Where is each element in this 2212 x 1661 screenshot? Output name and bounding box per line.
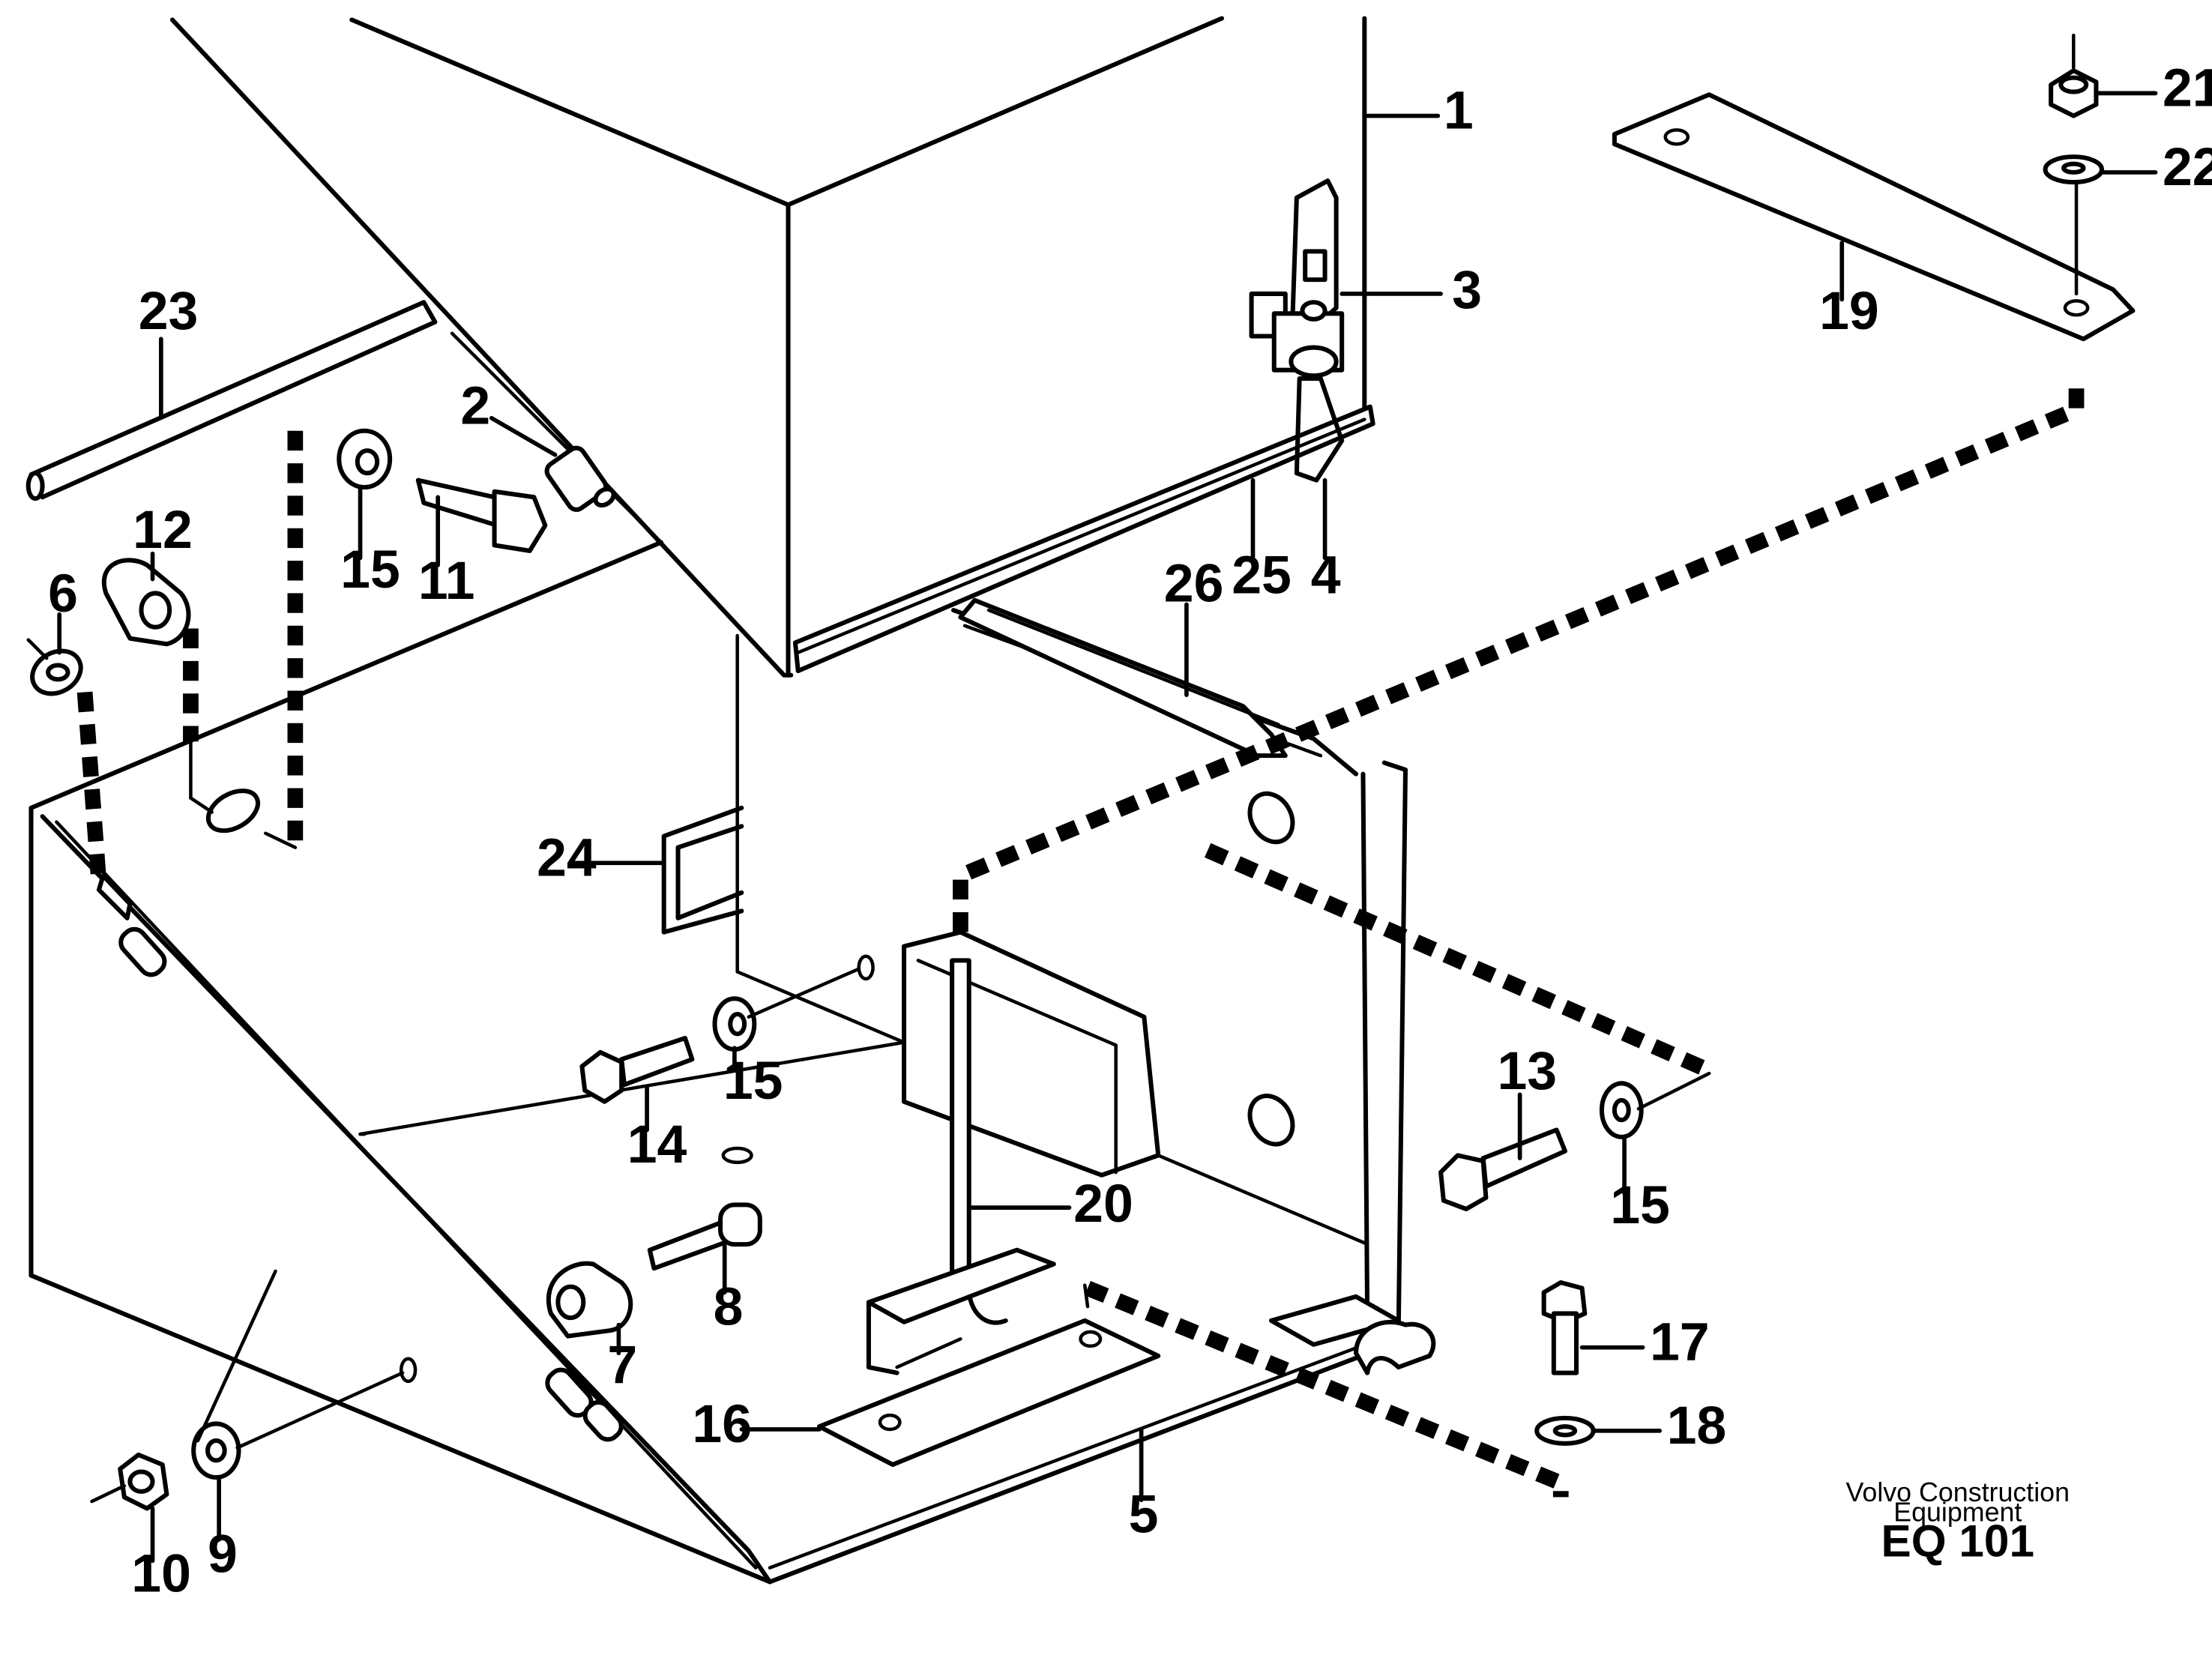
washer-part-18 xyxy=(1534,1415,1596,1446)
nut-part-10 xyxy=(118,1452,169,1511)
callout-5: 5 xyxy=(1129,1485,1159,1545)
lid-hidden-edge xyxy=(450,331,663,544)
callout-25: 25 xyxy=(1232,545,1292,605)
callout-20: 20 xyxy=(1073,1174,1133,1234)
callout-23: 23 xyxy=(139,281,199,341)
callout-2: 2 xyxy=(460,376,490,435)
bolt-part-13 xyxy=(1438,1127,1567,1212)
callout-7: 7 xyxy=(607,1335,637,1395)
washer-part-15-right xyxy=(1599,1081,1644,1139)
bolt-part-11 xyxy=(415,477,548,553)
washer-part-15-middle xyxy=(712,996,757,1052)
callout-3: 3 xyxy=(1452,260,1482,320)
callout-1: 1 xyxy=(1444,80,1474,140)
pin-part-2 xyxy=(544,445,616,512)
footer-company-line2: Equipment xyxy=(1893,1497,2022,1527)
clip-part-24 xyxy=(661,805,744,935)
callout-13: 13 xyxy=(1497,1041,1557,1101)
callout-8: 8 xyxy=(714,1277,744,1337)
leader-lines xyxy=(57,91,2158,1564)
callout-10: 10 xyxy=(131,1544,191,1604)
callout-4: 4 xyxy=(1311,545,1341,605)
callout-15-right: 15 xyxy=(1610,1175,1670,1235)
callout-21: 21 xyxy=(2163,58,2212,118)
callout-24: 24 xyxy=(537,828,597,887)
bolt-part-14 xyxy=(579,1035,695,1104)
screw-part-8 xyxy=(647,1202,762,1271)
callout-15-middle: 15 xyxy=(723,1051,783,1111)
callout-26: 26 xyxy=(1164,554,1224,614)
callout-17: 17 xyxy=(1650,1312,1710,1372)
callout-9: 9 xyxy=(208,1524,238,1584)
callout-19: 19 xyxy=(1819,281,1879,341)
footer-drawing-code: EQ 101 xyxy=(1881,1516,2034,1567)
callout-16: 16 xyxy=(692,1394,752,1454)
callout-14: 14 xyxy=(627,1115,687,1175)
callout-6: 6 xyxy=(48,564,78,624)
bracket-part xyxy=(902,929,1161,1178)
washer-part-22 xyxy=(2043,154,2104,185)
callout-12: 12 xyxy=(133,500,193,560)
lid-part-1 xyxy=(169,16,1375,678)
footer-company-line1: Volvo Construction xyxy=(1846,1477,2070,1507)
callout-15-top: 15 xyxy=(340,540,400,600)
assembly-paths xyxy=(76,388,2085,1498)
bracket-part-16 xyxy=(816,1247,1161,1468)
rail-part-23 xyxy=(25,300,438,501)
washer-part-6 xyxy=(30,648,83,696)
washer-part-9 xyxy=(191,1421,241,1480)
latch-part-3 xyxy=(1249,178,1345,379)
solid-assembly-lines xyxy=(189,740,1711,1450)
nut-part-21 xyxy=(2049,68,2099,118)
bolt-part-17 xyxy=(1541,1279,1588,1375)
callout-18: 18 xyxy=(1667,1396,1727,1456)
washer-part-15-top xyxy=(337,428,393,490)
spacer-part-12 xyxy=(102,558,191,647)
spacer-part-7 xyxy=(546,1261,633,1339)
callout-22: 22 xyxy=(2163,137,2212,197)
callout-11: 11 xyxy=(418,551,475,611)
clamp-part xyxy=(1268,1294,1436,1375)
strip-part-19 xyxy=(1612,92,2136,342)
handle-part-4 xyxy=(1294,376,1345,483)
